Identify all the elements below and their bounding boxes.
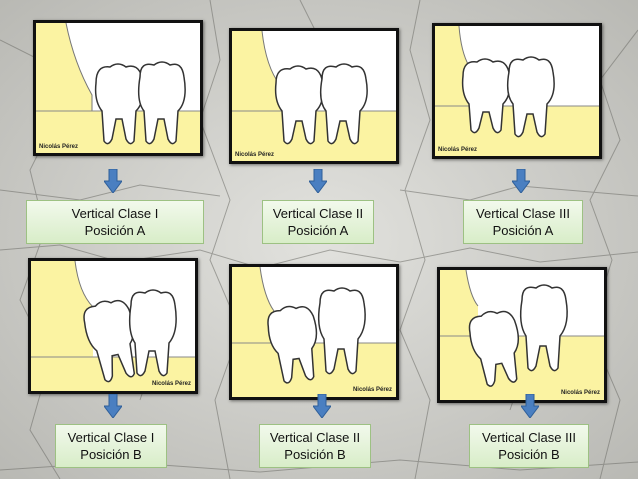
down-arrow-icon <box>313 394 331 418</box>
classification-label-4: Vertical Clase I Posición B <box>55 424 167 468</box>
diagram-panel-3: Nicolás Pérez <box>432 23 602 159</box>
label-line2: Posición A <box>492 223 554 238</box>
down-arrow-icon <box>309 169 327 193</box>
diagram-panel-5: Nicolás Pérez <box>229 264 399 400</box>
tooth-diagram-4 <box>31 261 195 391</box>
author-credit: Nicolás Pérez <box>352 387 392 393</box>
diagram-panel-1: Nicolás Pérez <box>33 20 203 156</box>
label-line2: Posición A <box>84 223 146 238</box>
down-arrow-icon <box>104 394 122 418</box>
classification-label-1: Vertical Clase I Posición A <box>26 200 204 244</box>
author-credit: Nicolás Pérez <box>235 152 275 158</box>
down-arrow-icon <box>521 394 539 418</box>
label-line1: Vertical Clase I <box>71 206 159 221</box>
label-line1: Vertical Clase II <box>269 430 361 445</box>
tooth-diagram-3 <box>435 26 599 156</box>
label-line2: Posición B <box>284 447 346 462</box>
diagram-panel-4: Nicolás Pérez <box>28 258 198 394</box>
author-credit: Nicolás Pérez <box>151 381 191 387</box>
down-arrow-icon <box>512 169 530 193</box>
classification-label-2: Vertical Clase II Posición A <box>262 200 374 244</box>
label-line1: Vertical Clase II <box>272 206 364 221</box>
tooth-diagram-6 <box>440 270 604 400</box>
label-line1: Vertical Clase III <box>476 206 570 221</box>
tooth-diagram-5 <box>232 267 396 397</box>
tooth-diagram-2 <box>232 31 396 161</box>
classification-label-5: Vertical Clase II Posición B <box>259 424 371 468</box>
label-line2: Posición A <box>287 223 349 238</box>
diagram-panel-6: Nicolás Pérez <box>437 267 607 403</box>
down-arrow-icon <box>104 169 122 193</box>
label-line1: Vertical Clase I <box>67 430 155 445</box>
diagram-panel-2: Nicolás Pérez <box>229 28 399 164</box>
author-credit: Nicolás Pérez <box>560 390 600 396</box>
label-line2: Posición B <box>80 447 142 462</box>
classification-label-6: Vertical Clase III Posición B <box>469 424 589 468</box>
author-credit: Nicolás Pérez <box>438 147 478 153</box>
author-credit: Nicolás Pérez <box>39 144 79 150</box>
label-line2: Posición B <box>498 447 560 462</box>
tooth-diagram-1 <box>36 23 200 153</box>
classification-label-3: Vertical Clase III Posición A <box>463 200 583 244</box>
label-line1: Vertical Clase III <box>482 430 576 445</box>
